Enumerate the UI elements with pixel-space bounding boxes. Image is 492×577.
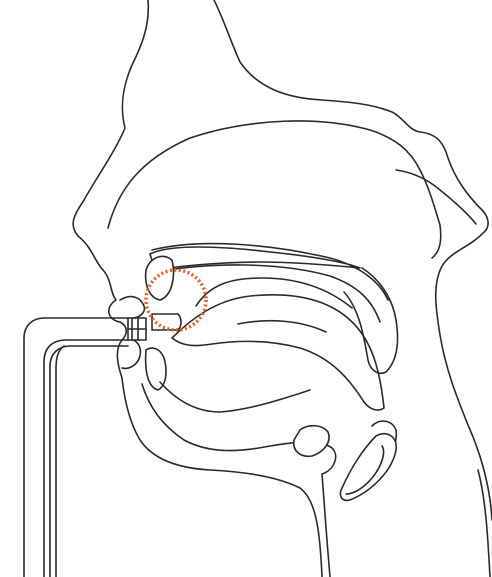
tongue-dorsum-line (238, 321, 326, 332)
jaw-inner-line (160, 382, 310, 412)
palate-lower-edge (156, 265, 380, 322)
throat-front (322, 474, 330, 577)
tube-inner-2 (50, 346, 128, 577)
upper-lip (120, 297, 144, 318)
upper-teeth (146, 256, 174, 300)
pharynx-back-wall (436, 230, 492, 520)
tongue (172, 295, 384, 410)
head-profile-outline (73, 0, 322, 577)
nasal-cavity (108, 121, 441, 258)
larynx (340, 434, 396, 501)
soft-palate (344, 268, 398, 373)
hyoid-bone (294, 426, 329, 457)
hard-palate (150, 247, 360, 270)
lower-teeth (146, 348, 166, 390)
nasopharynx-line (396, 170, 476, 224)
tube-inner-3 (56, 346, 64, 577)
tube-outer (24, 318, 128, 577)
lower-lip (122, 340, 140, 369)
